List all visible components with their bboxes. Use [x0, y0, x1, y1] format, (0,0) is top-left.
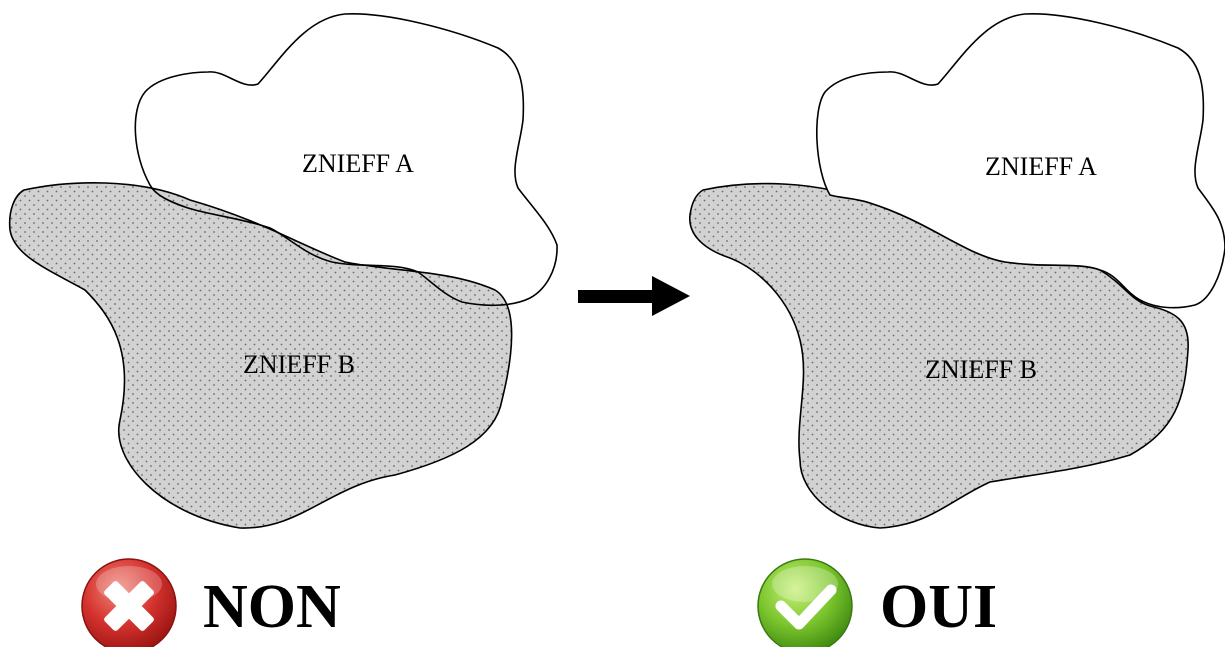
left-panel: ZNIEFF A ZNIEFF B: [8, 13, 558, 529]
right-zone-a-shape: [816, 13, 1225, 309]
left-zone-a-shape: [134, 13, 558, 307]
right-panel: ZNIEFF A ZNIEFF B: [689, 13, 1225, 529]
left-zone-b-label: ZNIEFF B: [243, 350, 355, 379]
left-zone-a-label: ZNIEFF A: [302, 149, 414, 178]
right-arrow-icon: [578, 276, 690, 316]
right-zone-a-label: ZNIEFF A: [985, 152, 1097, 181]
red-cross-icon: [81, 558, 177, 647]
left-zone-b-shape: [8, 182, 513, 529]
verdict-oui-label: OUI: [880, 573, 997, 641]
green-check-icon: [757, 558, 853, 647]
verdict-non-label: NON: [203, 573, 341, 641]
right-zone-b-label: ZNIEFF B: [925, 355, 1037, 384]
